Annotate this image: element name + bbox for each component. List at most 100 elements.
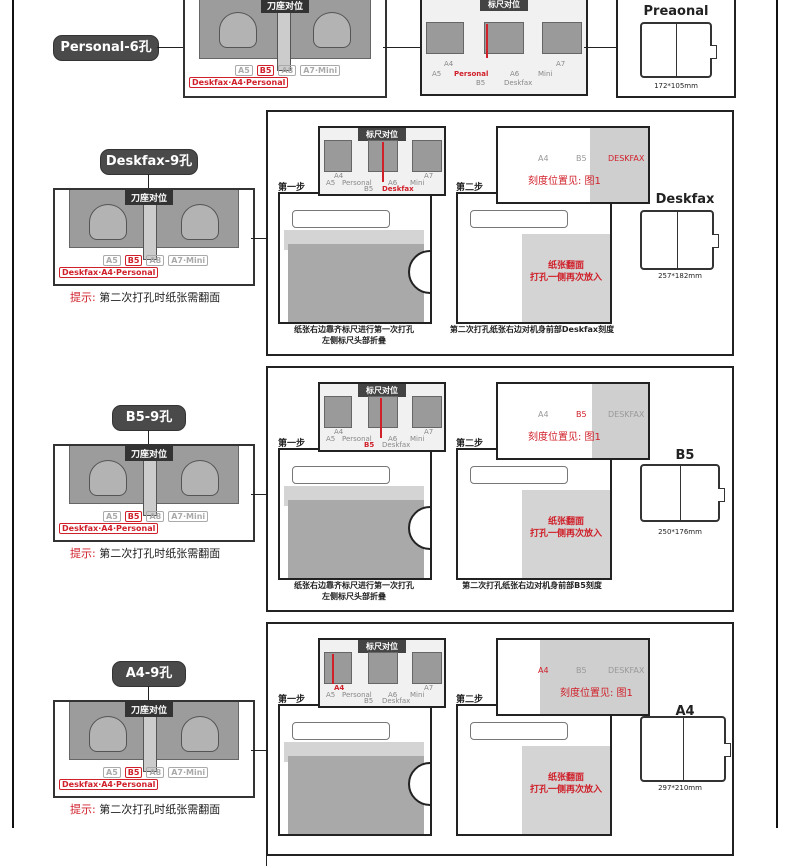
connector bbox=[383, 47, 420, 48]
ruler-arrow-icon bbox=[380, 398, 382, 438]
connector bbox=[148, 686, 149, 700]
mark-deskfax-a4-personal: Deskfax·A4·Personal bbox=[59, 523, 159, 534]
step-two-caption: 第二次打孔纸张右边对机身前部B5刻度 bbox=[462, 581, 602, 590]
step-two-photo: 纸张翻面打孔一侧再次放入 bbox=[456, 448, 612, 580]
scale-note: 刻度位置见: 图1 bbox=[528, 432, 601, 443]
flip-note-line: 纸张翻面 bbox=[547, 261, 584, 271]
seat-knob-right bbox=[181, 204, 219, 240]
seat-tag: 刀座对位 bbox=[125, 702, 174, 717]
ruler-label: A4 bbox=[334, 172, 344, 180]
mark-a8: A8 bbox=[146, 767, 165, 778]
caption-line: 纸张右边靠齐标尺进行第一次打孔 bbox=[294, 581, 414, 590]
seat-knob-right bbox=[181, 460, 219, 496]
punch-machine bbox=[470, 210, 568, 228]
ruler-label: A6 bbox=[388, 435, 398, 443]
book-size: 257*182mm bbox=[658, 272, 702, 280]
scale-mark: DESKFAX bbox=[608, 666, 645, 675]
mark-a8: A8 bbox=[278, 65, 297, 76]
binder-icon bbox=[640, 716, 731, 782]
scale-mark: A4 bbox=[538, 154, 549, 163]
scale-mark: DESKFAX bbox=[608, 154, 645, 163]
ruler-label: Mini bbox=[410, 691, 425, 699]
tip-body: 第二次打孔时纸张需翻面 bbox=[99, 291, 221, 304]
step-one-photo bbox=[278, 448, 432, 580]
binder-icon bbox=[640, 22, 717, 78]
book-size: 297*210mm bbox=[658, 784, 702, 792]
ruler-label: A6 bbox=[388, 179, 398, 187]
ruler-label: A4 bbox=[334, 428, 344, 436]
paper-flipped bbox=[522, 746, 610, 834]
punch-machine bbox=[292, 466, 390, 484]
mark-a5: A5 bbox=[103, 255, 121, 266]
tip-text: 提示: 第二次打孔时纸张需翻面 bbox=[70, 289, 220, 305]
binder-spine bbox=[676, 24, 677, 76]
frame-left-border bbox=[12, 0, 14, 828]
seat-tag: 刀座对位 bbox=[261, 0, 310, 13]
ruler-label: A7 bbox=[424, 428, 434, 436]
step-two-label: 第二步 bbox=[456, 183, 484, 193]
flip-note-line: 打孔一侧再次放入 bbox=[529, 785, 602, 795]
mark-b5: B5 bbox=[124, 255, 143, 266]
ruler-block bbox=[426, 22, 464, 54]
connector bbox=[251, 494, 267, 495]
flip-note: 纸张翻面打孔一侧再次放入 bbox=[522, 260, 610, 284]
ruler-label: B5 bbox=[476, 79, 486, 87]
scale-position-diagram: A4 B5 DESKFAX 刻度位置见: 图1 bbox=[496, 126, 650, 204]
caption-line: 左侧标尺头部折叠 bbox=[322, 592, 386, 601]
scale-position-diagram: A4 B5 DESKFAX 刻度位置见: 图1 bbox=[496, 382, 650, 460]
flip-note-line: 纸张翻面 bbox=[547, 773, 584, 783]
seat-red-row: Deskfax·A4·Personal bbox=[59, 267, 159, 278]
tip-text: 提示: 第二次打孔时纸张需翻面 bbox=[70, 801, 220, 817]
mark-a8: A8 bbox=[146, 511, 165, 522]
ruler-label: Mini bbox=[410, 179, 425, 187]
ruler-label: A4 bbox=[334, 684, 345, 692]
ruler-arrow-icon bbox=[486, 24, 488, 58]
section-pill: A4-9孔 bbox=[112, 661, 186, 687]
ruler-block bbox=[324, 652, 352, 684]
ruler-label: A5 bbox=[326, 179, 336, 187]
ruler-tag: 标尺对位 bbox=[358, 384, 406, 397]
scale-grey bbox=[592, 384, 648, 458]
book-title: Deskfax bbox=[655, 192, 715, 207]
ruler-label: A6 bbox=[510, 70, 520, 78]
ruler-label: Deskfax bbox=[382, 697, 411, 705]
seat-knob-left bbox=[89, 204, 127, 240]
ruler-block bbox=[412, 140, 442, 172]
step-one-label: 第一步 bbox=[278, 695, 306, 705]
ruler-alignment-diagram: 标尺对位 A4 A5 Personal B5 A6 Deskfax A7 Min… bbox=[420, 0, 588, 96]
binder-spine bbox=[683, 718, 684, 780]
ruler-label: A5 bbox=[326, 435, 336, 443]
step-one-label: 第一步 bbox=[278, 439, 306, 449]
ruler-alignment-diagram: 标尺对位 A4 A5 Personal B5 A6 Deskfax A7 Min… bbox=[318, 638, 446, 708]
scale-note: 刻度位置见: 图1 bbox=[560, 688, 633, 699]
step-two-photo: 纸张翻面打孔一侧再次放入 bbox=[456, 704, 612, 836]
book-size: 250*176mm bbox=[658, 528, 702, 536]
ruler-arrow-icon bbox=[332, 654, 334, 684]
binder-icon bbox=[640, 464, 725, 522]
tip-body: 第二次打孔时纸张需翻面 bbox=[99, 547, 221, 560]
binder-spine bbox=[680, 466, 681, 520]
ruler-label: Deskfax bbox=[382, 441, 411, 449]
step-one-label: 第一步 bbox=[278, 183, 306, 193]
step-two-caption: 第二次打孔纸张右边对机身前部Deskfax刻度 bbox=[449, 325, 615, 334]
paper-flipped bbox=[522, 234, 610, 322]
book-title: A4 bbox=[675, 704, 695, 719]
scale-mark: B5 bbox=[576, 410, 587, 419]
scale-grey bbox=[590, 128, 648, 202]
ruler-label: Personal bbox=[342, 691, 372, 699]
ruler-label: Deskfax bbox=[504, 79, 533, 87]
mark-a5: A5 bbox=[235, 65, 253, 76]
ruler-label: A5 bbox=[326, 691, 336, 699]
paper-dark bbox=[288, 500, 424, 578]
scale-mark: A4 bbox=[538, 410, 549, 419]
ruler-label: Personal bbox=[342, 179, 372, 187]
mark-b5: B5 bbox=[124, 511, 143, 522]
ruler-alignment-diagram: 标尺对位 A4 A5 Personal B5 A6 Deskfax A7 Min… bbox=[318, 382, 446, 452]
ruler-label: A6 bbox=[388, 691, 398, 699]
step-two-label: 第二步 bbox=[456, 439, 484, 449]
binder-tab bbox=[712, 234, 719, 249]
step-one-photo bbox=[278, 704, 432, 836]
seat-pin bbox=[277, 0, 291, 71]
